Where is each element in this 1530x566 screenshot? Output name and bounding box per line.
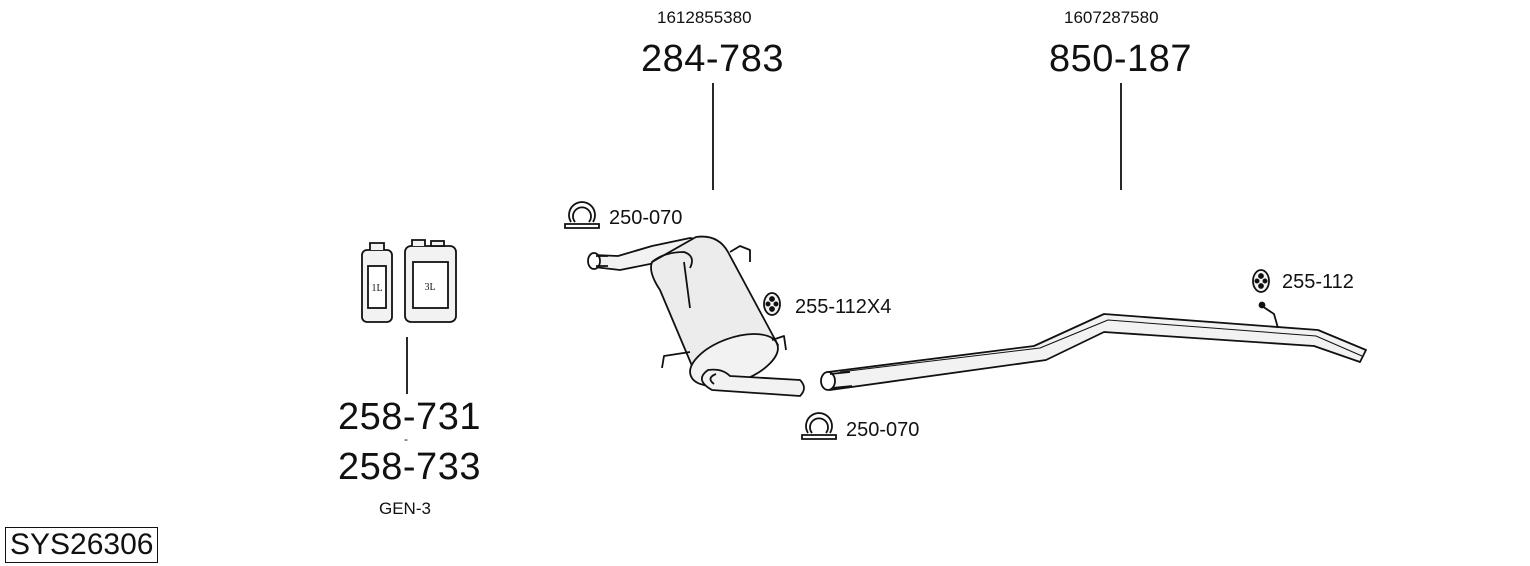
hanger-middle-label[interactable]: 255-112X4: [795, 296, 892, 318]
paste-can-large-label: 3L: [424, 282, 435, 293]
clamp-bottom-label[interactable]: 250-070: [846, 419, 920, 441]
front-muffler-oem-number: 1612855380: [657, 8, 752, 27]
paste-separator: -: [404, 432, 408, 446]
front-muffler-drawing: [587, 235, 805, 397]
hanger-right-label[interactable]: 255-112: [1282, 271, 1354, 293]
paste-can-small-label: 1L: [371, 283, 382, 294]
rear-pipe-part-number[interactable]: 850-187: [1049, 38, 1192, 80]
front-muffler-part-number[interactable]: 284-783: [641, 38, 784, 80]
system-code-box: SYS26306: [5, 527, 159, 563]
paste-note: GEN-3: [379, 499, 431, 518]
paste-part-number-a[interactable]: 258-731: [338, 396, 481, 438]
hanger-right-icon: [1252, 269, 1270, 293]
paste-part-number-b[interactable]: 258-733: [338, 446, 481, 488]
clamp-top-icon: [564, 201, 600, 229]
paste-can-small-icon: 1L: [361, 242, 393, 323]
rear-pipe-oem-number: 1607287580: [1064, 8, 1159, 27]
clamp-bottom-icon: [801, 412, 837, 440]
paste-can-large-icon: 3L: [404, 239, 457, 323]
hanger-middle-icon: [763, 292, 781, 316]
clamp-top-label[interactable]: 250-070: [609, 207, 683, 229]
rear-pipe-drawing: [820, 301, 1367, 391]
